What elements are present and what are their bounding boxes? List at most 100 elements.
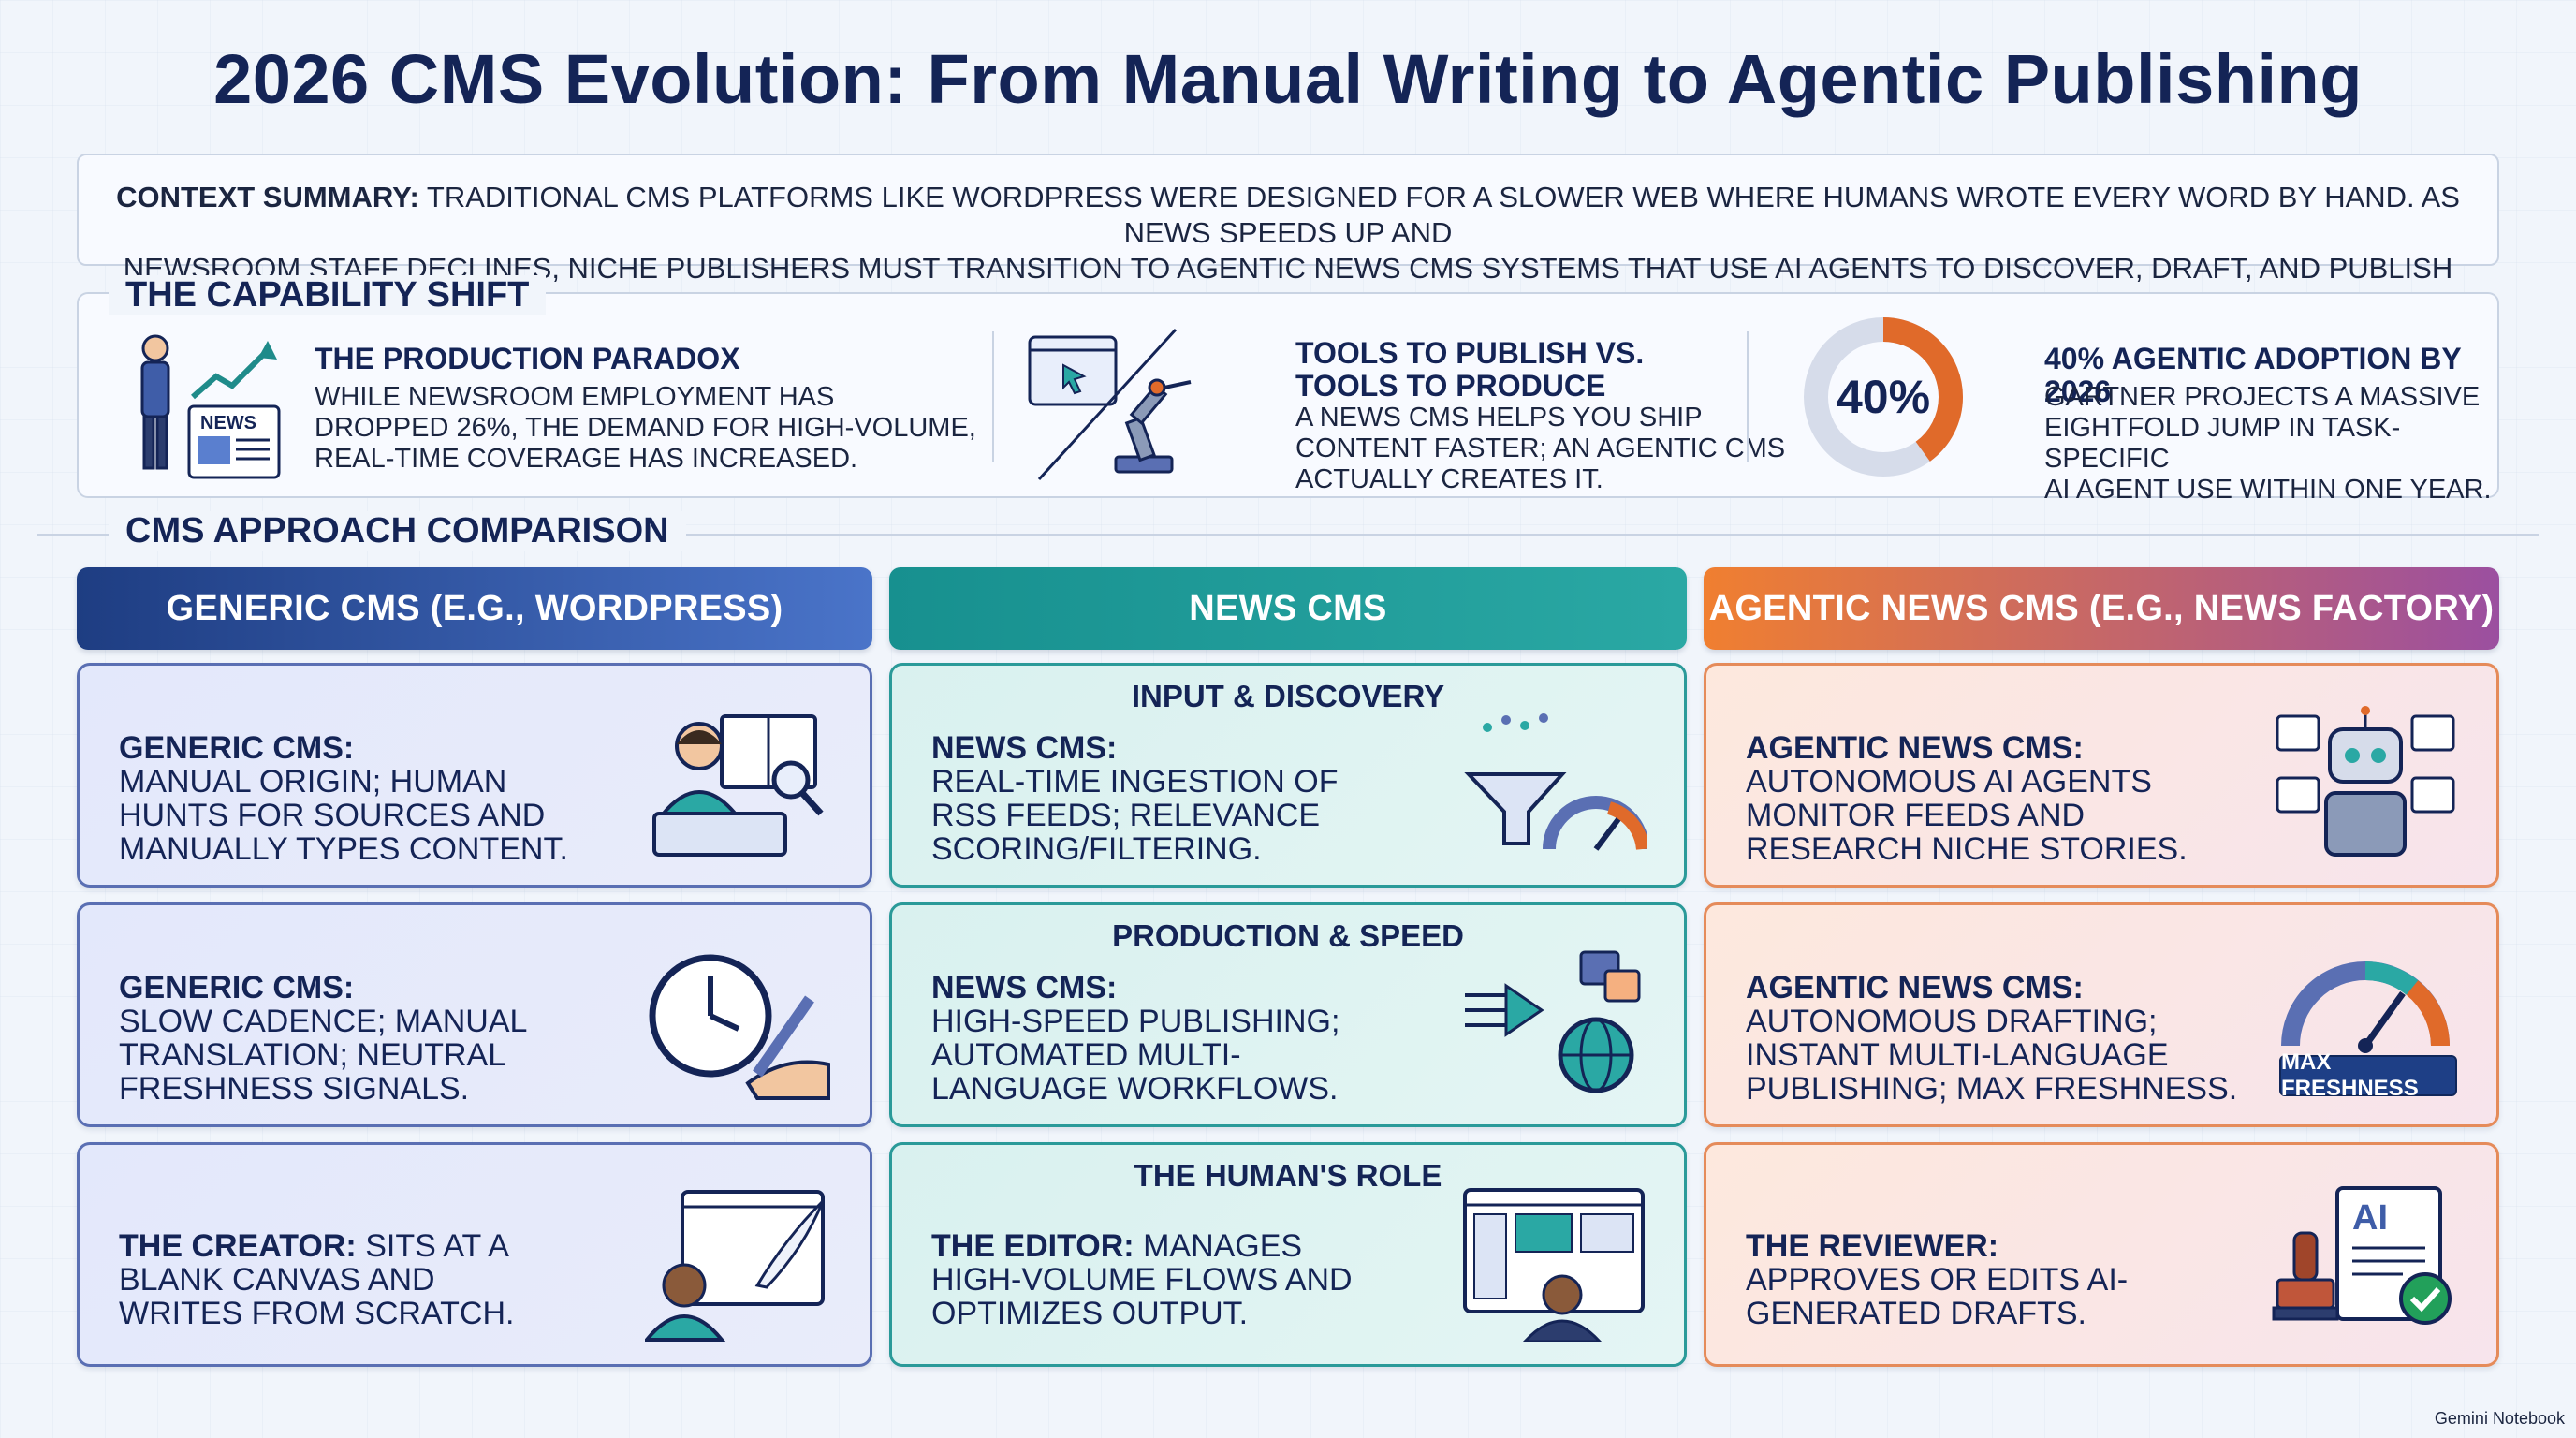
cell-line: monitor feeds and [1746, 798, 2086, 833]
cell-news-role: The Human's Role The Editor: manages hig… [889, 1142, 1687, 1367]
cell-line: Manual origin; human [119, 764, 507, 800]
cell-inline: manages [1143, 1228, 1303, 1264]
capability-text-2-line-3: actually creates it. [1295, 464, 1603, 494]
cell-line: writes from scratch. [119, 1296, 515, 1331]
cell-line: Autonomous AI agents [1746, 764, 2152, 800]
max-freshness-badge: MAX FRESHNESS [2279, 1049, 2457, 1101]
capability-text-3: Gartner projects a massive eightfold jum… [2044, 382, 2494, 506]
page-title: 2026 CMS Evolution: From Manual Writing … [213, 40, 2363, 118]
column-header-generic: Generic CMS (e.g., WordPress) [77, 567, 872, 650]
speedometer-icon [2281, 961, 2450, 1053]
capability-text-2: A News CMS helps you ship content faster… [1295, 403, 1785, 495]
cell-generic-role: The Creator: sits at a blank canvas and … [77, 1142, 872, 1367]
cell-line: publishing; max freshness. [1746, 1071, 2238, 1107]
capability-heading-2: Tools to Publish vs. Tools to Produce [1295, 337, 1644, 403]
capability-heading-3: 40% Agentic Adoption by 2026 [2044, 342, 2462, 408]
cell-line: Autonomous drafting; [1746, 1004, 2158, 1039]
cell-line: automated multi- [931, 1037, 1241, 1073]
capability-text-3-line-2: eightfold jump in task-specific [2044, 413, 2401, 474]
cell-line: Approves or edits AI- [1746, 1262, 2129, 1298]
arrow-translate-globe-icon [1465, 950, 1641, 1093]
capability-heading-1: The Production Paradox [315, 342, 740, 375]
donut-chart [1804, 317, 1963, 477]
donut-label: 40% [1836, 371, 1931, 423]
capability-text-3-line-1: Gartner projects a massive [2044, 382, 2481, 412]
cell-generic-production-text: Generic CMS: Slow cadence; manual transl… [119, 971, 643, 1106]
context-summary: Context Summary: Traditional CMS platfor… [77, 154, 2499, 320]
browser-robot-arm-icon [1028, 328, 1192, 481]
cell-line: blank canvas and [119, 1262, 435, 1298]
cell-lead: Agentic News CMS: [1746, 970, 2084, 1005]
cell-news-input-text: News CMS: Real-time ingestion of RSS fee… [931, 731, 1456, 866]
comparison-heading: CMS Approach Comparison [109, 511, 686, 551]
cell-line: manually types content. [119, 831, 568, 867]
person-news-growth-icon: NEWS [140, 334, 281, 479]
cell-line: freshness signals. [119, 1071, 470, 1107]
cell-line: high-volume flows and [931, 1262, 1353, 1298]
stamp-approved-document-icon: AI [2272, 1186, 2452, 1325]
capability-divider [992, 331, 994, 462]
capability-text-1: While newsroom employment has dropped 26… [315, 382, 976, 475]
cell-generic-production: Generic CMS: Slow cadence; manual transl… [77, 902, 872, 1127]
cell-first-line: The Creator: sits at a [119, 1229, 643, 1263]
clock-pen-icon [649, 954, 830, 1100]
row-label-input-discovery: Input & Discovery [1131, 679, 1445, 713]
cell-line: language workflows. [931, 1071, 1339, 1107]
robot-monitoring-icon [2276, 706, 2455, 857]
capability-item-production-paradox: NEWS The Production Paradox While newsro… [79, 294, 977, 500]
cell-lead: Generic CMS: [119, 970, 355, 1005]
cell-agentic-production-text: Agentic News CMS: Autonomous drafting; i… [1746, 971, 2270, 1106]
cell-agentic-production: Agentic News CMS: Autonomous drafting; i… [1704, 902, 2499, 1127]
cell-line: RSS feeds; relevance [931, 798, 1321, 833]
cell-line: scoring/filtering. [931, 831, 1262, 867]
cell-lead: The Editor: [931, 1228, 1134, 1264]
capability-heading-2-line-1: Tools to Publish vs. [1295, 336, 1645, 370]
capability-text-2-line-1: A News CMS helps you ship [1295, 403, 1703, 433]
person-quill-canvas-icon [645, 1190, 825, 1342]
cell-line: generated drafts. [1746, 1296, 2086, 1331]
cell-lead: News CMS: [931, 730, 1118, 766]
capability-heading-2-line-2: Tools to Produce [1295, 369, 1606, 403]
cell-line: optimizes output. [931, 1296, 1249, 1331]
context-text-1: Traditional CMS platforms like WordPress… [426, 181, 2460, 249]
cell-line: Slow cadence; manual [119, 1004, 528, 1039]
cell-news-role-text: The Editor: manages high-volume flows an… [931, 1229, 1456, 1330]
cell-inline: sits at a [365, 1228, 509, 1264]
cell-lead: Generic CMS: [119, 730, 355, 766]
column-header-agentic: Agentic News CMS (e.g., News Factory) [1704, 567, 2499, 650]
person-typing-research-icon [652, 714, 824, 857]
capability-text-2-line-2: content faster; an Agentic CMS [1295, 433, 1786, 463]
cell-agentic-role-text: The Reviewer: Approves or edits AI- gene… [1746, 1229, 2270, 1330]
context-label: Context Summary: [116, 181, 419, 213]
column-header-news: News CMS [889, 567, 1687, 650]
cell-line: High-speed publishing; [931, 1004, 1340, 1039]
news-label: NEWS [200, 413, 256, 433]
row-label-production-speed: Production & Speed [1112, 918, 1464, 953]
cell-line: Real-time ingestion of [931, 764, 1339, 800]
context-line-1: Context Summary: Traditional CMS platfor… [114, 180, 2462, 251]
cell-lead: Agentic News CMS: [1746, 730, 2084, 766]
cell-generic-role-text: The Creator: sits at a blank canvas and … [119, 1229, 643, 1330]
cell-news-input: Input & Discovery News CMS: Real-time in… [889, 663, 1687, 888]
freshness-gauge: MAX FRESHNESS [2272, 943, 2459, 1102]
adoption-donut: 40% [1801, 315, 1966, 479]
cell-news-production: Production & Speed News CMS: High-speed … [889, 902, 1687, 1127]
capability-item-adoption: 40% 40% Agentic Adoption by 2026 Gartner… [1782, 294, 2494, 505]
cell-news-production-text: News CMS: High-speed publishing; automat… [931, 971, 1456, 1106]
cell-lead: News CMS: [931, 970, 1118, 1005]
cell-agentic-input-text: Agentic News CMS: Autonomous AI agents m… [1746, 731, 2270, 866]
capability-text-3-line-3: AI agent use within one year. [2044, 475, 2492, 505]
funnel-gauge-icon [1464, 713, 1647, 851]
capability-shift-panel: NEWS The Production Paradox While newsro… [77, 292, 2499, 505]
cell-line: instant multi-language [1746, 1037, 2169, 1073]
cell-line: research niche stories. [1746, 831, 2188, 867]
cell-generic-input: Generic CMS: Manual origin; human hunts … [77, 663, 872, 888]
capability-text-1-line-2: dropped 26%, the demand for high-volume, [315, 413, 976, 443]
cell-line: translation; neutral [119, 1037, 506, 1073]
capability-text-1-line-1: While newsroom employment has [315, 382, 835, 412]
cell-agentic-input: Agentic News CMS: Autonomous AI agents m… [1704, 663, 2499, 888]
cell-first-line: The Editor: manages [931, 1229, 1456, 1263]
cell-generic-input-text: Generic CMS: Manual origin; human hunts … [119, 731, 643, 866]
cell-lead: The Reviewer: [1746, 1228, 1999, 1264]
capability-item-tools: Tools to Publish vs. Tools to Produce A … [1015, 294, 1801, 500]
